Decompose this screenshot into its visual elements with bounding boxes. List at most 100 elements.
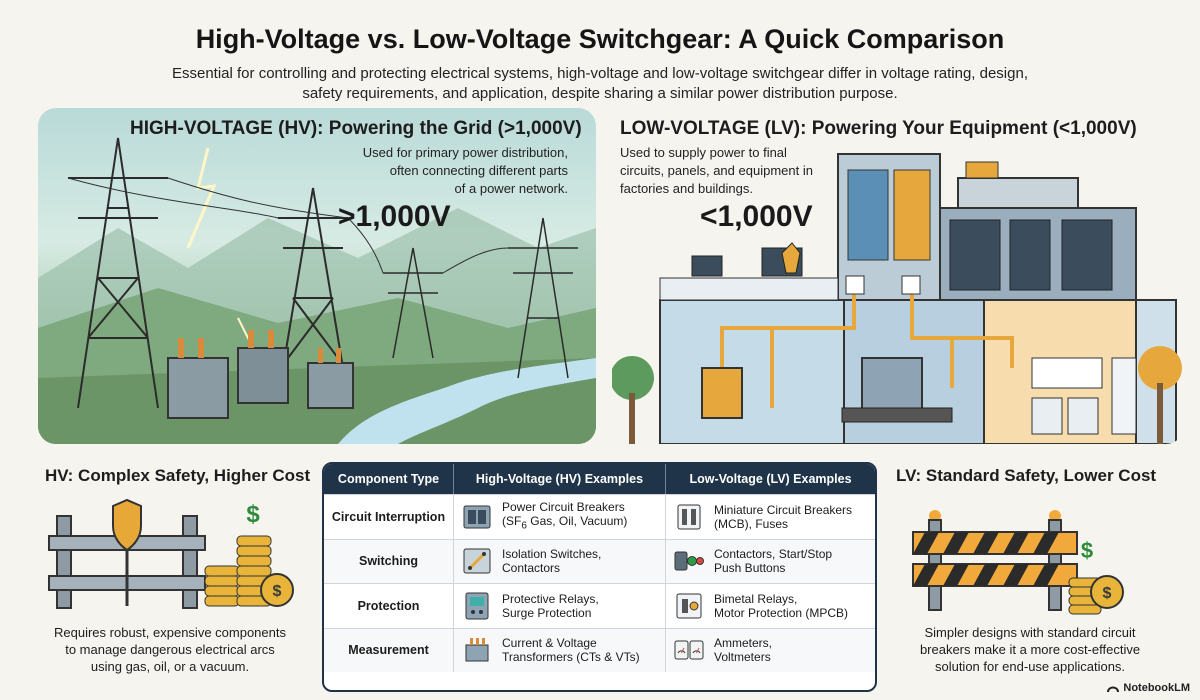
lv-example-cell: Ammeters, Voltmeters: [666, 629, 875, 673]
hv-example-text: Protective Relays, Surge Protection: [502, 592, 599, 620]
lv-example-line: Miniature Circuit Breakers: [714, 502, 853, 517]
hv-landscape-illustration: [38, 137, 596, 444]
lv-building-illustration: [612, 153, 1182, 444]
hv-example-cell: Power Circuit Breakers (SF6 Gas, Oil, Va…: [454, 495, 666, 539]
coin-stack-icon: [204, 535, 294, 607]
lv-cost-line: Simpler designs with standard circuit: [924, 625, 1136, 640]
lv-example-line: Push Buttons: [714, 561, 786, 576]
lv-cost-line: breakers make it a more cost-effective: [919, 642, 1141, 657]
lv-example-text: Bimetal Relays, Motor Protection (MPCB): [714, 592, 848, 620]
lv-illustration-panel: LOW-VOLTAGE (LV): Powering Your Equipmen…: [612, 108, 1184, 444]
hv-example-line: Transformers (CTs & VTs): [502, 650, 640, 665]
coin-dollar-sign: $: [273, 583, 282, 600]
lv-heading: LOW-VOLTAGE (LV): Powering Your Equipmen…: [620, 118, 1137, 139]
transformer-illustration: [167, 330, 354, 419]
hv-illustration-panel: HIGH-VOLTAGE (HV): Powering the Grid (>1…: [38, 108, 596, 444]
comparison-table: Component Type High-Voltage (HV) Example…: [322, 462, 877, 692]
hv-example-line: Power Circuit Breakers: [502, 500, 625, 515]
notebooklm-logo-icon: [1107, 686, 1120, 693]
hv-example-cell: Protective Relays, Surge Protection: [454, 584, 666, 628]
lv-example-line: Voltmeters: [714, 650, 771, 665]
lv-example-text: Contactors, Start/Stop Push Buttons: [714, 547, 832, 575]
hv-cost-heading: HV: Complex Safety, Higher Cost: [45, 466, 311, 485]
subtitle-line: safety requirements, and application, de…: [302, 85, 898, 102]
pylon-left: [68, 137, 168, 409]
component-type-cell: Switching: [324, 539, 454, 583]
hv-voltage-label: >1,000V: [338, 200, 451, 233]
page-subtitle: Essential for controlling and protecting…: [120, 64, 1080, 104]
hv-example-line: Protective Relays,: [502, 591, 599, 606]
hv-cost-text: Requires robust, expensive components to…: [20, 624, 320, 675]
table-row: Protection Protective Relays, Surge Prot…: [324, 583, 875, 628]
component-type-cell: Measurement: [324, 628, 454, 672]
lv-example-line: Bimetal Relays,: [714, 591, 798, 606]
pylon-mid: [278, 187, 348, 369]
hv-cost-line: Requires robust, expensive components: [54, 625, 286, 640]
lv-example-text: Miniature Circuit Breakers (MCB), Fuses: [714, 503, 852, 531]
sf6-suffix: Gas, Oil, Vacuum): [526, 514, 628, 529]
hv-desc-line: Used for primary power distribution,: [362, 145, 568, 160]
sf6-prefix: (SF: [502, 514, 522, 529]
hv-cost-line: using gas, oil, or a vacuum.: [90, 659, 250, 674]
table-header: Low-Voltage (LV) Examples: [689, 472, 852, 486]
lv-example-line: Motor Protection (MPCB): [714, 605, 849, 620]
transformer-icon: [465, 638, 489, 662]
coin-dollar-sign: $: [1103, 585, 1112, 602]
dollar-sign-icon: $: [1081, 538, 1093, 563]
hv-example-line: Surge Protection: [502, 605, 592, 620]
hv-example-text: Current & Voltage Transformers (CTs & VT…: [502, 636, 640, 664]
lv-example-line: Contactors, Start/Stop: [714, 547, 833, 562]
mcb-icon: [677, 504, 701, 530]
lv-example-cell: Miniature Circuit Breakers (MCB), Fuses: [666, 495, 875, 539]
subtitle-line: Essential for controlling and protecting…: [171, 65, 1028, 82]
dollar-sign-icon: $: [246, 501, 260, 528]
isolation-switch-icon: [463, 548, 491, 574]
lv-cost-text: Simpler designs with standard circuit br…: [880, 624, 1180, 675]
hv-cost-line: to manage dangerous electrical arcs: [65, 642, 275, 657]
table-row: Switching Isolation Switches, Contactors…: [324, 538, 875, 584]
hv-example-text: Power Circuit Breakers (SF6 Gas, Oil, Va…: [502, 500, 627, 533]
hv-example-line: (SF6 Gas, Oil, Vacuum): [502, 514, 627, 533]
lv-desc-line: factories and buildings.: [620, 181, 753, 196]
lv-cost-line: solution for end-use applications.: [934, 659, 1126, 674]
coin-stack-icon: [1068, 575, 1124, 615]
hv-heading: HIGH-VOLTAGE (HV): Powering the Grid (>1…: [130, 118, 582, 139]
pylon-far: [383, 217, 578, 379]
table-header: High-Voltage (HV) Examples: [454, 464, 666, 494]
lv-example-cell: Bimetal Relays, Motor Protection (MPCB): [666, 584, 875, 628]
table-row: Circuit Interruption Power Circuit Break…: [324, 494, 875, 539]
barrier-icon: [912, 510, 1078, 611]
hv-example-line: Contactors: [502, 561, 561, 576]
lv-desc-line: circuits, panels, and equipment in: [620, 163, 813, 178]
hv-desc-line: often connecting different parts: [389, 163, 568, 178]
meter-icon: [674, 640, 704, 660]
hv-example-cell: Isolation Switches, Contactors: [454, 539, 666, 583]
lv-voltage-label: <1,000V: [700, 200, 813, 233]
push-button-icon: [674, 551, 704, 571]
mpcb-icon: [676, 593, 702, 619]
hv-desc-line: of a power network.: [454, 181, 568, 196]
table-header-row: Component Type High-Voltage (HV) Example…: [324, 464, 875, 494]
hv-example-text: Isolation Switches, Contactors: [502, 547, 601, 575]
lv-desc-line: Used to supply power to final: [620, 145, 787, 160]
component-type-cell: Protection: [324, 584, 454, 628]
sf6-subscript: 6: [521, 520, 527, 532]
hv-example-line: Isolation Switches,: [502, 547, 602, 562]
hv-description: Used for primary power distribution, oft…: [328, 144, 568, 198]
hv-safety-cost-illustration: $ $: [48, 498, 294, 609]
breaker-panel-icon: [463, 505, 491, 529]
hv-example-cell: Current & Voltage Transformers (CTs & VT…: [454, 628, 666, 672]
relay-icon: [465, 592, 489, 620]
lv-safety-cost-illustration: $ $: [912, 510, 1124, 615]
lv-example-line: (MCB), Fuses: [714, 516, 789, 531]
page-title: High-Voltage vs. Low-Voltage Switchgear:…: [195, 24, 1005, 54]
component-type-cell: Circuit Interruption: [324, 495, 454, 539]
shield-icon: [112, 498, 142, 552]
table-row: Measurement Current & Voltage Transforme…: [324, 627, 875, 673]
lv-example-text: Ammeters, Voltmeters: [714, 636, 772, 664]
lv-example-cell: Contactors, Start/Stop Push Buttons: [666, 540, 875, 584]
lv-description: Used to supply power to final circuits, …: [620, 144, 840, 198]
hv-example-line: Current & Voltage: [502, 636, 597, 651]
brand-watermark: NotebookLM: [1107, 682, 1190, 694]
fence-icon: [48, 515, 206, 609]
